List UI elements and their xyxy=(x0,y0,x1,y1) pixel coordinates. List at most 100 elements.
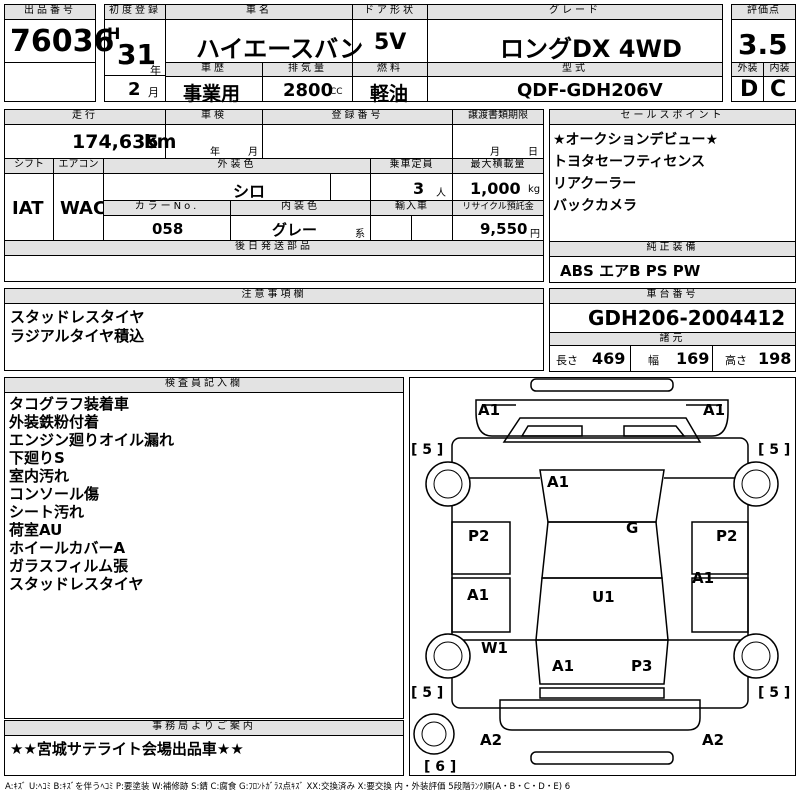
max-load-unit: kg xyxy=(528,184,541,195)
mark-front-right: A1 xyxy=(703,401,725,419)
door-type: 5V xyxy=(374,30,407,55)
sales-point-1: ★オークションデビュー★ xyxy=(553,132,719,148)
mark-rear-bumper-left: A2 xyxy=(480,731,502,749)
import-header: 輸入車 xyxy=(370,200,453,216)
displacement-header: 排気量 xyxy=(262,62,353,77)
mark-left-rear-door: A1 xyxy=(467,586,489,604)
car-name: ハイエースバン xyxy=(196,35,364,63)
transfer-doc-header: 譲渡書類期限 xyxy=(452,109,544,125)
int-color-suffix: 系 xyxy=(355,229,365,240)
history: 事業用 xyxy=(183,83,241,105)
aircon-header: エアコン xyxy=(53,158,104,174)
caution-note-2: ラジアルタイヤ積込 xyxy=(10,327,145,345)
specs-width-cell xyxy=(630,345,713,372)
tire-front-left-score: [ 5 ] xyxy=(411,442,443,458)
windshield-outline xyxy=(502,417,702,443)
inspector-note: 下廻りS xyxy=(9,449,65,467)
model-code: QDF-GDH206V xyxy=(517,80,663,101)
caution-note-1: スタッドレスタイヤ xyxy=(10,308,145,326)
first-reg-year-unit: 年 xyxy=(150,64,161,77)
fuel: 軽油 xyxy=(370,83,409,105)
lot-number-blank xyxy=(4,62,96,102)
car-name-header: 車名 xyxy=(165,4,353,20)
equipment-header: 純正装備 xyxy=(549,241,796,257)
sales-point-4: バックカメラ xyxy=(553,198,637,214)
width-label: 幅 xyxy=(648,354,659,367)
tire-rear-left-score: [ 5 ] xyxy=(411,685,443,701)
inspection-month-unit: 月 xyxy=(248,147,258,158)
inspector-note: 外装鉄粉付着 xyxy=(9,413,100,431)
shift-header: シフト xyxy=(4,158,54,174)
equipment: ABS エアB PS PW xyxy=(560,262,701,280)
model-code-cell xyxy=(427,76,723,102)
color-no-header: カラーNo. xyxy=(103,200,231,216)
capacity-header: 乗車定員 xyxy=(370,158,453,174)
inspector-note: エンジン廻りオイル漏れ xyxy=(9,431,175,449)
caution-header: 注意事項欄 xyxy=(4,288,544,304)
int-color-header: 内装色 xyxy=(230,200,371,216)
first-reg-month-unit: 月 xyxy=(148,86,159,99)
mileage-header: 走行 xyxy=(4,109,166,125)
shift: IAT xyxy=(12,198,44,219)
caution-box xyxy=(4,303,544,371)
equipment-cell xyxy=(549,256,796,283)
mark-rear-bumper-right: A2 xyxy=(702,731,724,749)
inspector-box xyxy=(4,392,404,719)
inspector-note: ホイールカバーA xyxy=(9,539,126,557)
score: 3.5 xyxy=(738,28,788,61)
tire-front-right-score: [ 5 ] xyxy=(758,442,790,458)
office-box xyxy=(4,735,404,776)
spare-tire-icon xyxy=(413,713,455,755)
inspector-note: 室内汚れ xyxy=(9,467,70,485)
cabin-outline xyxy=(541,521,663,579)
car-diagram: A1 A1 A1 G P2 P2 A1 A1 U1 W1 A1 P3 A2 A2… xyxy=(411,378,790,775)
inspection-year-unit: 年 xyxy=(210,147,220,158)
specs-header: 諸元 xyxy=(549,332,796,346)
ext-color: シロ xyxy=(233,182,266,201)
tire-rear-right-score: [ 5 ] xyxy=(758,685,790,701)
inspection-header: 車検 xyxy=(165,109,263,125)
aircon: WAC xyxy=(60,198,107,219)
spare-tire-score: [ 6 ] xyxy=(424,759,456,775)
inspector-note: ガラスフィルム張 xyxy=(9,557,129,575)
length-value: 469 xyxy=(592,349,626,368)
transfer-day-unit: 日 xyxy=(528,147,538,158)
ext-color-sub-cell xyxy=(330,173,371,201)
mark-windshield: G xyxy=(626,519,638,537)
front-bumper-outline xyxy=(530,378,674,392)
height-value: 198 xyxy=(758,349,792,368)
ext-score-header: 外装 xyxy=(731,62,764,77)
later-parts-header: 後日発送部品 xyxy=(4,240,544,256)
rear-bumper-outline xyxy=(530,751,674,765)
tire-front-right-icon xyxy=(733,461,779,507)
fuel-header: 燃料 xyxy=(352,62,428,77)
later-parts-cell xyxy=(4,255,544,282)
capacity: 3 xyxy=(413,179,425,198)
recycle: 9,550 xyxy=(480,220,528,238)
int-score-cell xyxy=(763,76,796,102)
first-reg-era: H xyxy=(107,24,121,43)
mark-front-left: A1 xyxy=(478,401,500,419)
displacement-unit: CC xyxy=(330,87,343,97)
rear-outline xyxy=(535,639,669,685)
office-notice: ★★宮城サテライト会場出品車★★ xyxy=(10,740,244,758)
sales-point-2: トヨタセーフティセンス xyxy=(553,154,706,170)
chassis-number: GDH206-2004412 xyxy=(588,306,786,330)
inspector-note: シート汚れ xyxy=(9,503,85,521)
grade: ロングDX 4WD xyxy=(500,35,682,63)
int-color: グレー xyxy=(272,221,318,239)
rear-glass-outline xyxy=(539,687,665,699)
transfer-month-unit: 月 xyxy=(490,147,500,158)
reg-no-cell xyxy=(262,124,453,159)
recycle-header: リサイクル預託金 xyxy=(452,200,544,216)
width-value: 169 xyxy=(676,349,710,368)
first-reg-header: 初度登録 xyxy=(104,4,166,20)
inspector-note: 荷室AU xyxy=(9,521,63,539)
grade-header: グレード xyxy=(427,4,723,20)
tire-front-left-icon xyxy=(425,461,471,507)
displacement: 2800 xyxy=(283,80,334,101)
int-score-header: 内装 xyxy=(763,62,796,77)
lot-number: 76036 xyxy=(10,24,115,59)
mark-hood: A1 xyxy=(547,473,569,491)
front-body-outline xyxy=(475,399,729,437)
